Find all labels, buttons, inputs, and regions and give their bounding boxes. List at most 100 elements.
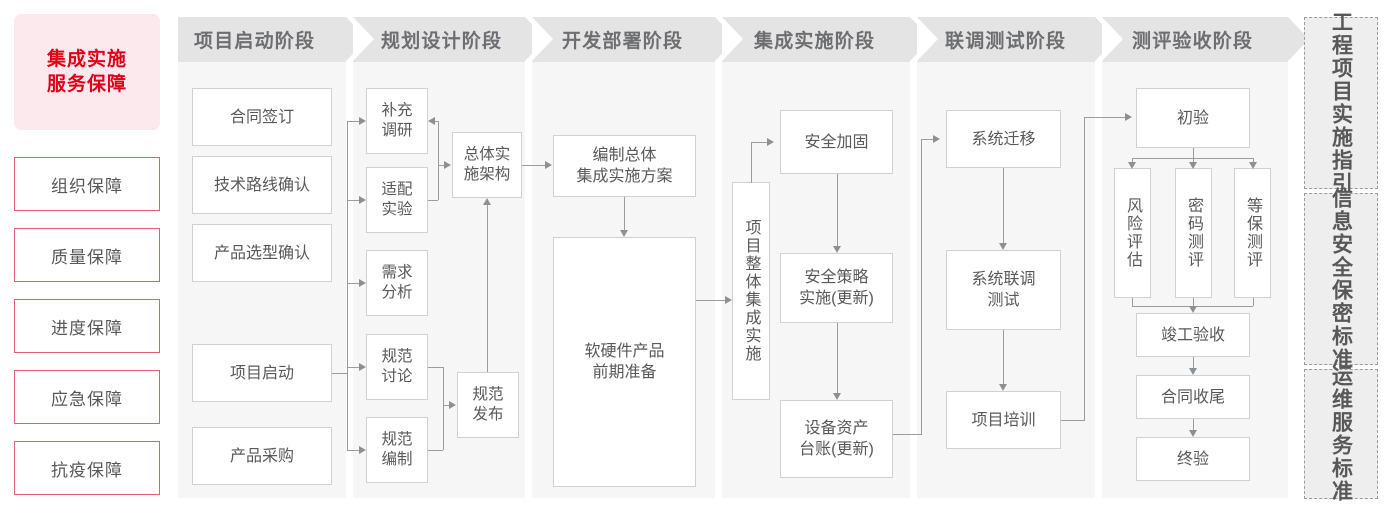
connector-prep-to-overall-h bbox=[696, 300, 725, 302]
node-compile-overall-integration-plan[interactable]: 编制总体 集成实施方案 bbox=[553, 135, 696, 197]
chevron-notch-icon-3 bbox=[532, 17, 553, 61]
arrowhead-contract-closeout bbox=[1189, 368, 1197, 375]
connector-preacceptance-down-v bbox=[1193, 148, 1195, 158]
connector-protection-down-v bbox=[1253, 298, 1255, 306]
node-standard-drafting[interactable]: 规范 编制 bbox=[366, 417, 428, 483]
connector-merge-arch-out bbox=[438, 165, 444, 167]
node-hardware-software-preparation[interactable]: 软硬件产品 前期准备 bbox=[553, 237, 696, 487]
arrowhead-overall-integration bbox=[725, 296, 732, 304]
chevron-notch-icon-5 bbox=[917, 17, 938, 61]
node-contract-signing[interactable]: 合同签订 bbox=[192, 88, 332, 146]
arrowhead-requirement-analysis bbox=[359, 279, 366, 287]
arrowhead-hardware-prep bbox=[620, 230, 628, 237]
chevron-notch-icon-4 bbox=[722, 17, 743, 61]
phase-header-1[interactable]: 项目启动阶段 bbox=[178, 17, 367, 62]
arrowhead-overall-plan bbox=[545, 161, 552, 169]
connector-release-to-architecture-v bbox=[487, 205, 489, 372]
connector-hardening-to-policy-v bbox=[837, 174, 839, 246]
node-equipment-asset-ledger[interactable]: 设备资产 台账(更新) bbox=[780, 400, 893, 478]
connector-training-to-preacceptance-v bbox=[1084, 117, 1086, 421]
connector-ledger-to-migration-h2 bbox=[921, 139, 933, 141]
phase-header-4[interactable]: 集成实施阶段 bbox=[722, 17, 931, 62]
node-tech-route-confirm[interactable]: 技术路线确认 bbox=[192, 156, 332, 214]
guarantee-item-quality[interactable]: 质量保障 bbox=[14, 228, 160, 282]
connector-trunk-to-adaptation-experiment bbox=[347, 200, 359, 202]
arrowhead-completion-acceptance bbox=[1189, 306, 1197, 313]
guarantee-title-line-1: 集成实施 bbox=[46, 49, 127, 70]
node-overall-project-integration[interactable]: 项目整体集成实施 bbox=[732, 182, 770, 400]
connector-merge-release-v bbox=[443, 367, 445, 450]
connector-policy-to-ledger-v bbox=[837, 323, 839, 393]
connector-p1-trunk-v bbox=[347, 121, 349, 450]
arrowhead-equipment-ledger bbox=[833, 393, 841, 400]
phase-header-3[interactable]: 开发部署阶段 bbox=[532, 17, 736, 62]
connector-joint-to-training-v bbox=[1003, 330, 1005, 384]
node-system-joint-debug-test[interactable]: 系统联调 测试 bbox=[946, 250, 1061, 330]
phase-header-label-6: 测评验收阶段 bbox=[1132, 31, 1254, 52]
connector-trunk-to-standard-drafting bbox=[347, 450, 359, 452]
arrowhead-project-training bbox=[999, 384, 1007, 391]
connector-release-branch-top bbox=[428, 367, 443, 369]
connector-split-to-protection-v bbox=[1253, 158, 1255, 164]
guarantee-item-epidemic[interactable]: 抗疫保障 bbox=[14, 441, 160, 495]
phase-header-label-1: 项目启动阶段 bbox=[194, 31, 316, 52]
arrowhead-system-migration bbox=[933, 135, 940, 143]
connector-overall-to-hardening-h bbox=[751, 142, 767, 144]
node-system-migration[interactable]: 系统迁移 bbox=[946, 110, 1061, 168]
standard-card-ops-service-standard[interactable]: 运维服务标准 bbox=[1304, 365, 1378, 503]
node-overall-implementation-architecture[interactable]: 总体实 施架构 bbox=[452, 132, 522, 198]
arrowhead-adaptation-experiment bbox=[359, 196, 366, 204]
connector-merge-to-completion-v bbox=[1193, 298, 1195, 308]
standard-card-engineering-guideline[interactable]: 工程项目实施指引 bbox=[1304, 11, 1378, 195]
node-preliminary-acceptance[interactable]: 初验 bbox=[1136, 88, 1250, 148]
guarantee-item-organization[interactable]: 组织保障 bbox=[14, 157, 160, 211]
guarantee-item-schedule[interactable]: 进度保障 bbox=[14, 299, 160, 353]
node-project-training[interactable]: 项目培训 bbox=[946, 391, 1061, 449]
chevron-right-icon-6 bbox=[1288, 17, 1309, 61]
arrowhead-security-hardening bbox=[767, 138, 774, 146]
node-classified-protection-evaluation[interactable]: 等保测评 bbox=[1234, 168, 1271, 298]
connector-trunk-to-supplementary-research bbox=[347, 121, 359, 123]
node-supplementary-research[interactable]: 补充 调研 bbox=[366, 88, 428, 154]
connector-training-to-preacceptance-h1 bbox=[1061, 420, 1084, 422]
connector-p1-kickoff-h bbox=[332, 373, 348, 375]
node-completion-acceptance[interactable]: 竣工验收 bbox=[1136, 313, 1250, 357]
node-product-procurement[interactable]: 产品采购 bbox=[192, 427, 332, 485]
node-contract-closeout[interactable]: 合同收尾 bbox=[1136, 375, 1250, 419]
phase-header-6[interactable]: 测评验收阶段 bbox=[1102, 17, 1309, 62]
phase-header-5[interactable]: 联调测试阶段 bbox=[917, 17, 1116, 62]
node-standard-discussion[interactable]: 规范 讨论 bbox=[366, 334, 428, 400]
arrowhead-classified-protection bbox=[1249, 162, 1257, 169]
phase-header-label-2: 规划设计阶段 bbox=[381, 31, 503, 52]
connector-merge-arch-v bbox=[438, 121, 440, 200]
connector-training-to-preacceptance-h2 bbox=[1084, 117, 1125, 119]
node-final-acceptance[interactable]: 终验 bbox=[1136, 437, 1250, 481]
arrowhead-architecture-up bbox=[483, 198, 491, 205]
arrowhead-cryptography-evaluation bbox=[1189, 162, 1197, 169]
node-cryptography-evaluation[interactable]: 密码测评 bbox=[1175, 168, 1212, 298]
phase-header-2[interactable]: 规划设计阶段 bbox=[353, 17, 546, 62]
node-standard-release[interactable]: 规范 发布 bbox=[457, 372, 519, 438]
node-product-selection-confirm[interactable]: 产品选型确认 bbox=[192, 224, 332, 282]
node-security-hardening[interactable]: 安全加固 bbox=[780, 110, 893, 174]
arrowhead-overall-architecture bbox=[444, 161, 451, 169]
standard-card-infosec-standard[interactable]: 信息安全保密标准 bbox=[1304, 187, 1378, 371]
chevron-notch-icon-2 bbox=[353, 17, 374, 61]
standard-label-engineering-guideline: 工程项目实施指引 bbox=[1329, 11, 1353, 195]
node-risk-assessment[interactable]: 风险评估 bbox=[1114, 168, 1151, 298]
connector-completion-to-closeout-v bbox=[1193, 357, 1195, 368]
node-security-policy-implementation[interactable]: 安全策略 实施(更新) bbox=[780, 253, 893, 323]
connector-closeout-to-final-v bbox=[1193, 419, 1195, 430]
connector-overall-to-hardening-v bbox=[751, 142, 753, 183]
guarantee-item-emergency[interactable]: 应急保障 bbox=[14, 370, 160, 424]
arrowhead-standard-drafting bbox=[359, 446, 366, 454]
connector-merge-release-out bbox=[443, 405, 449, 407]
connector-ledger-to-migration-v bbox=[921, 139, 923, 435]
arrowhead-standard-discussion bbox=[359, 363, 366, 371]
guarantee-title-card: 集成实施 服务保障 bbox=[14, 14, 160, 130]
node-requirement-analysis[interactable]: 需求 分析 bbox=[366, 250, 428, 316]
arrowhead-security-policy bbox=[833, 246, 841, 253]
node-project-kickoff[interactable]: 项目启动 bbox=[192, 344, 332, 402]
node-adaptation-experiment[interactable]: 适配 实验 bbox=[366, 167, 428, 233]
